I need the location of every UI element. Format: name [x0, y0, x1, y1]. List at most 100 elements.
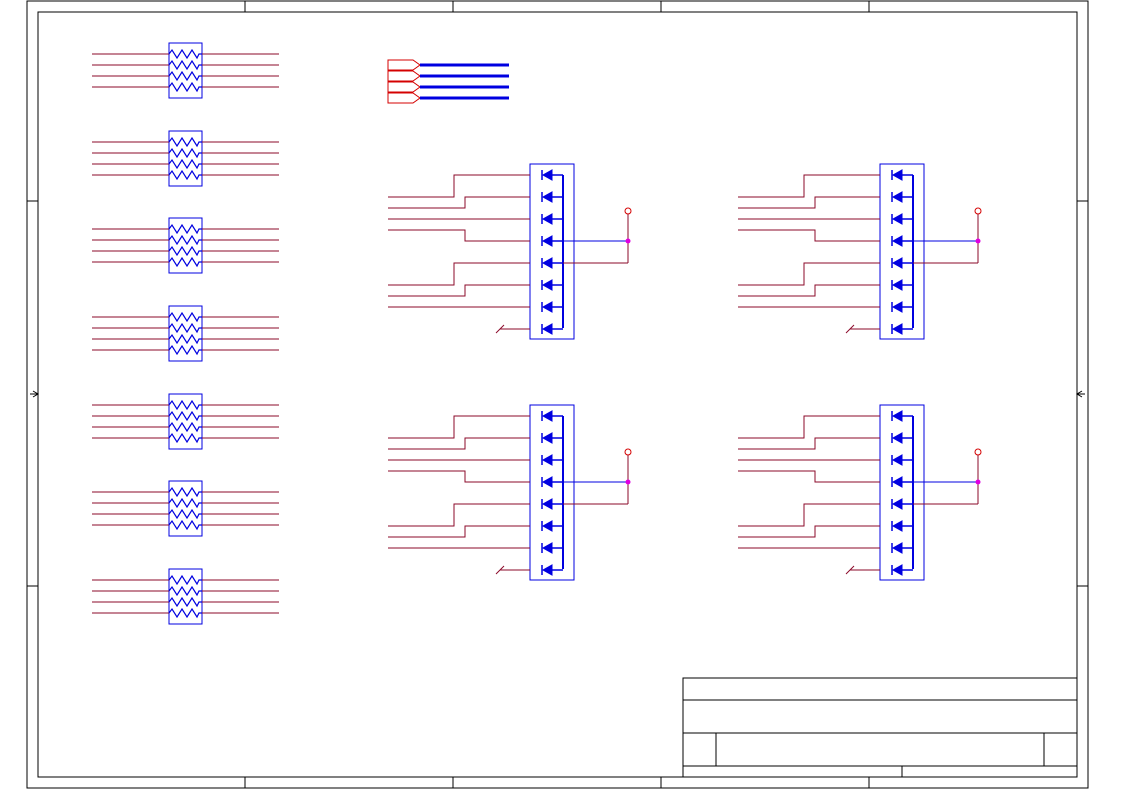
signal-wire — [738, 415, 880, 439]
diode — [541, 257, 553, 269]
no-connect-mark — [845, 565, 855, 575]
junction-dot — [975, 479, 981, 485]
diode-array-group — [388, 163, 982, 581]
bus-port-symbol — [387, 81, 421, 93]
resistor-zigzag — [168, 322, 202, 334]
resistor-network-body — [168, 480, 203, 537]
no-connect-mark — [495, 324, 505, 334]
bus-port-symbol — [387, 59, 421, 71]
test-point — [974, 448, 982, 456]
diode — [541, 410, 553, 422]
diode — [541, 454, 553, 466]
resistor-zigzag — [168, 245, 202, 257]
junction-dot — [975, 238, 981, 244]
signal-wire — [388, 196, 530, 209]
bus-port — [387, 81, 509, 93]
diode — [891, 410, 903, 422]
signal-wire — [738, 229, 880, 242]
resistor-zigzag — [168, 234, 202, 246]
bus-port — [387, 70, 509, 82]
resistor-zigzag — [168, 48, 202, 60]
no-connect-mark — [495, 565, 505, 575]
signal-wire — [388, 503, 530, 527]
resistor-network-body — [168, 305, 203, 362]
resistor-zigzag — [168, 497, 202, 509]
signal-wire — [388, 415, 530, 439]
bus-port-symbol — [387, 70, 421, 82]
resistor-network — [92, 568, 279, 625]
resistor-zigzag — [168, 344, 202, 356]
diode — [541, 498, 553, 510]
resistor-zigzag — [168, 136, 202, 148]
diode — [891, 564, 903, 576]
resistor-zigzag — [168, 59, 202, 71]
diode — [541, 191, 553, 203]
diode — [541, 279, 553, 291]
resistor-zigzag — [168, 410, 202, 422]
diode-array — [388, 404, 632, 581]
signal-wire — [388, 525, 530, 538]
zone-markers — [27, 1, 1088, 788]
bus-port — [387, 59, 509, 71]
no-connect-mark — [845, 324, 855, 334]
diode — [891, 169, 903, 181]
junction-dot — [625, 238, 631, 244]
diode — [541, 235, 553, 247]
resistor-network-body — [168, 130, 203, 187]
diode — [541, 542, 553, 554]
resistor-network-body — [168, 217, 203, 274]
resistor-zigzag — [168, 256, 202, 268]
signal-wire — [388, 284, 530, 297]
signal-wire — [738, 174, 880, 198]
diode — [891, 432, 903, 444]
diode-array-body — [529, 163, 575, 340]
diode — [541, 564, 553, 576]
resistor-zigzag — [168, 486, 202, 498]
resistor-zigzag — [168, 399, 202, 411]
signal-wire — [738, 437, 880, 450]
junction-dot — [625, 479, 631, 485]
diode — [891, 213, 903, 225]
signal-wire — [388, 262, 530, 286]
diode-array — [388, 163, 632, 340]
diode-array — [738, 404, 982, 581]
resistor-zigzag — [168, 81, 202, 93]
diode-array-body — [879, 404, 925, 581]
title-block — [682, 677, 1078, 778]
diode — [891, 301, 903, 313]
test-point — [624, 207, 632, 215]
signal-wire — [388, 437, 530, 450]
resistor-zigzag — [168, 596, 202, 608]
signal-wire — [738, 262, 880, 286]
diode — [891, 235, 903, 247]
resistor-network — [92, 480, 279, 537]
signal-wire — [738, 196, 880, 209]
diode — [891, 454, 903, 466]
resistor-zigzag — [168, 421, 202, 433]
resistor-zigzag — [168, 432, 202, 444]
signal-wire — [388, 470, 530, 483]
diode — [541, 169, 553, 181]
diode — [541, 301, 553, 313]
resistor-zigzag — [168, 574, 202, 586]
diode — [541, 520, 553, 532]
diode — [891, 191, 903, 203]
resistor-network-body — [168, 42, 203, 99]
resistor-network-group — [92, 42, 279, 625]
resistor-zigzag — [168, 519, 202, 531]
test-point — [624, 448, 632, 456]
bus-port-symbol — [387, 92, 421, 104]
diode-array-body — [879, 163, 925, 340]
signal-wire — [738, 470, 880, 483]
test-point — [974, 207, 982, 215]
resistor-zigzag — [168, 169, 202, 181]
signal-wire — [738, 525, 880, 538]
resistor-network — [92, 393, 279, 450]
signal-wire — [738, 284, 880, 297]
diode-array — [738, 163, 982, 340]
resistor-network — [92, 305, 279, 362]
diode — [541, 213, 553, 225]
diode — [891, 323, 903, 335]
resistor-zigzag — [168, 70, 202, 82]
